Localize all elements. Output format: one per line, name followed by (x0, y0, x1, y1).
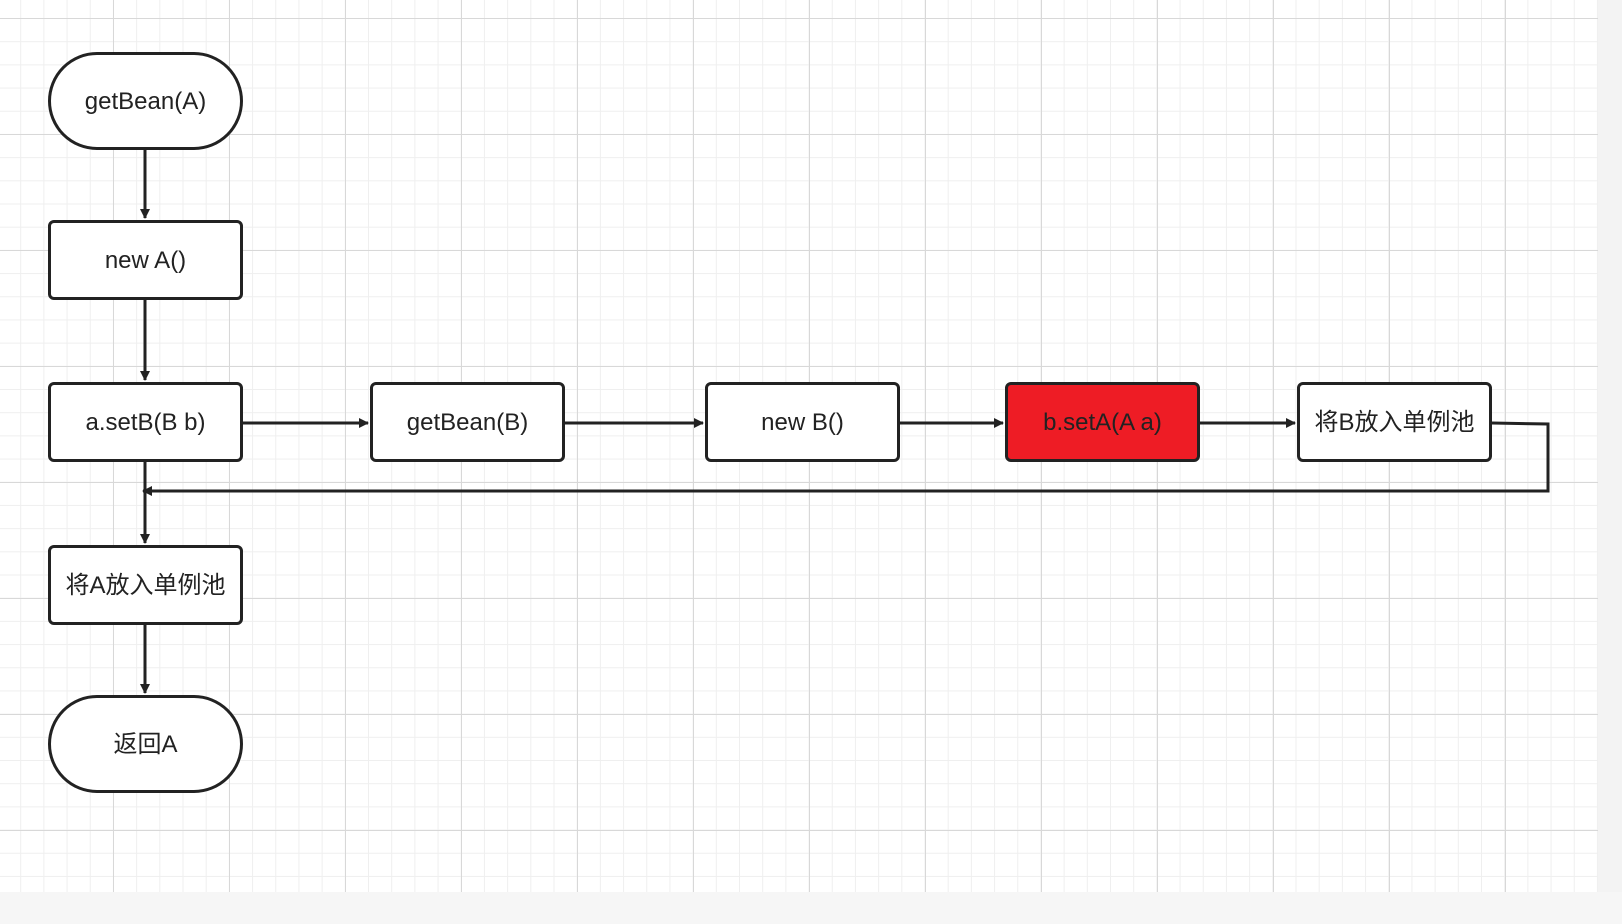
node-label: getBean(A) (84, 87, 207, 115)
node-put-a-singleton[interactable]: 将A放入单例池 (48, 545, 243, 625)
node-label: 将A放入单例池 (65, 571, 226, 599)
node-b-set-a[interactable]: b.setA(A a) (1005, 382, 1200, 462)
canvas-right-edge (1598, 0, 1622, 924)
node-return-a[interactable]: 返回A (48, 695, 243, 793)
node-label: 返回A (113, 730, 178, 758)
node-new-b[interactable]: new B() (705, 382, 900, 462)
node-get-bean-a[interactable]: getBean(A) (48, 52, 243, 150)
node-put-b-singleton[interactable]: 将B放入单例池 (1297, 382, 1492, 462)
node-label: a.setB(B b) (85, 408, 206, 436)
node-label: new B() (761, 408, 844, 436)
node-new-a[interactable]: new A() (48, 220, 243, 300)
node-a-set-b[interactable]: a.setB(B b) (48, 382, 243, 462)
node-label: 将B放入单例池 (1314, 408, 1475, 436)
canvas-bottom-edge (0, 892, 1622, 924)
node-label: new A() (104, 246, 187, 274)
node-get-bean-b[interactable]: getBean(B) (370, 382, 565, 462)
node-label: b.setA(A a) (1043, 408, 1162, 436)
edge-put-b-singleton-to-a-set-b[interactable] (142, 421, 1550, 496)
node-label: getBean(B) (406, 408, 529, 436)
